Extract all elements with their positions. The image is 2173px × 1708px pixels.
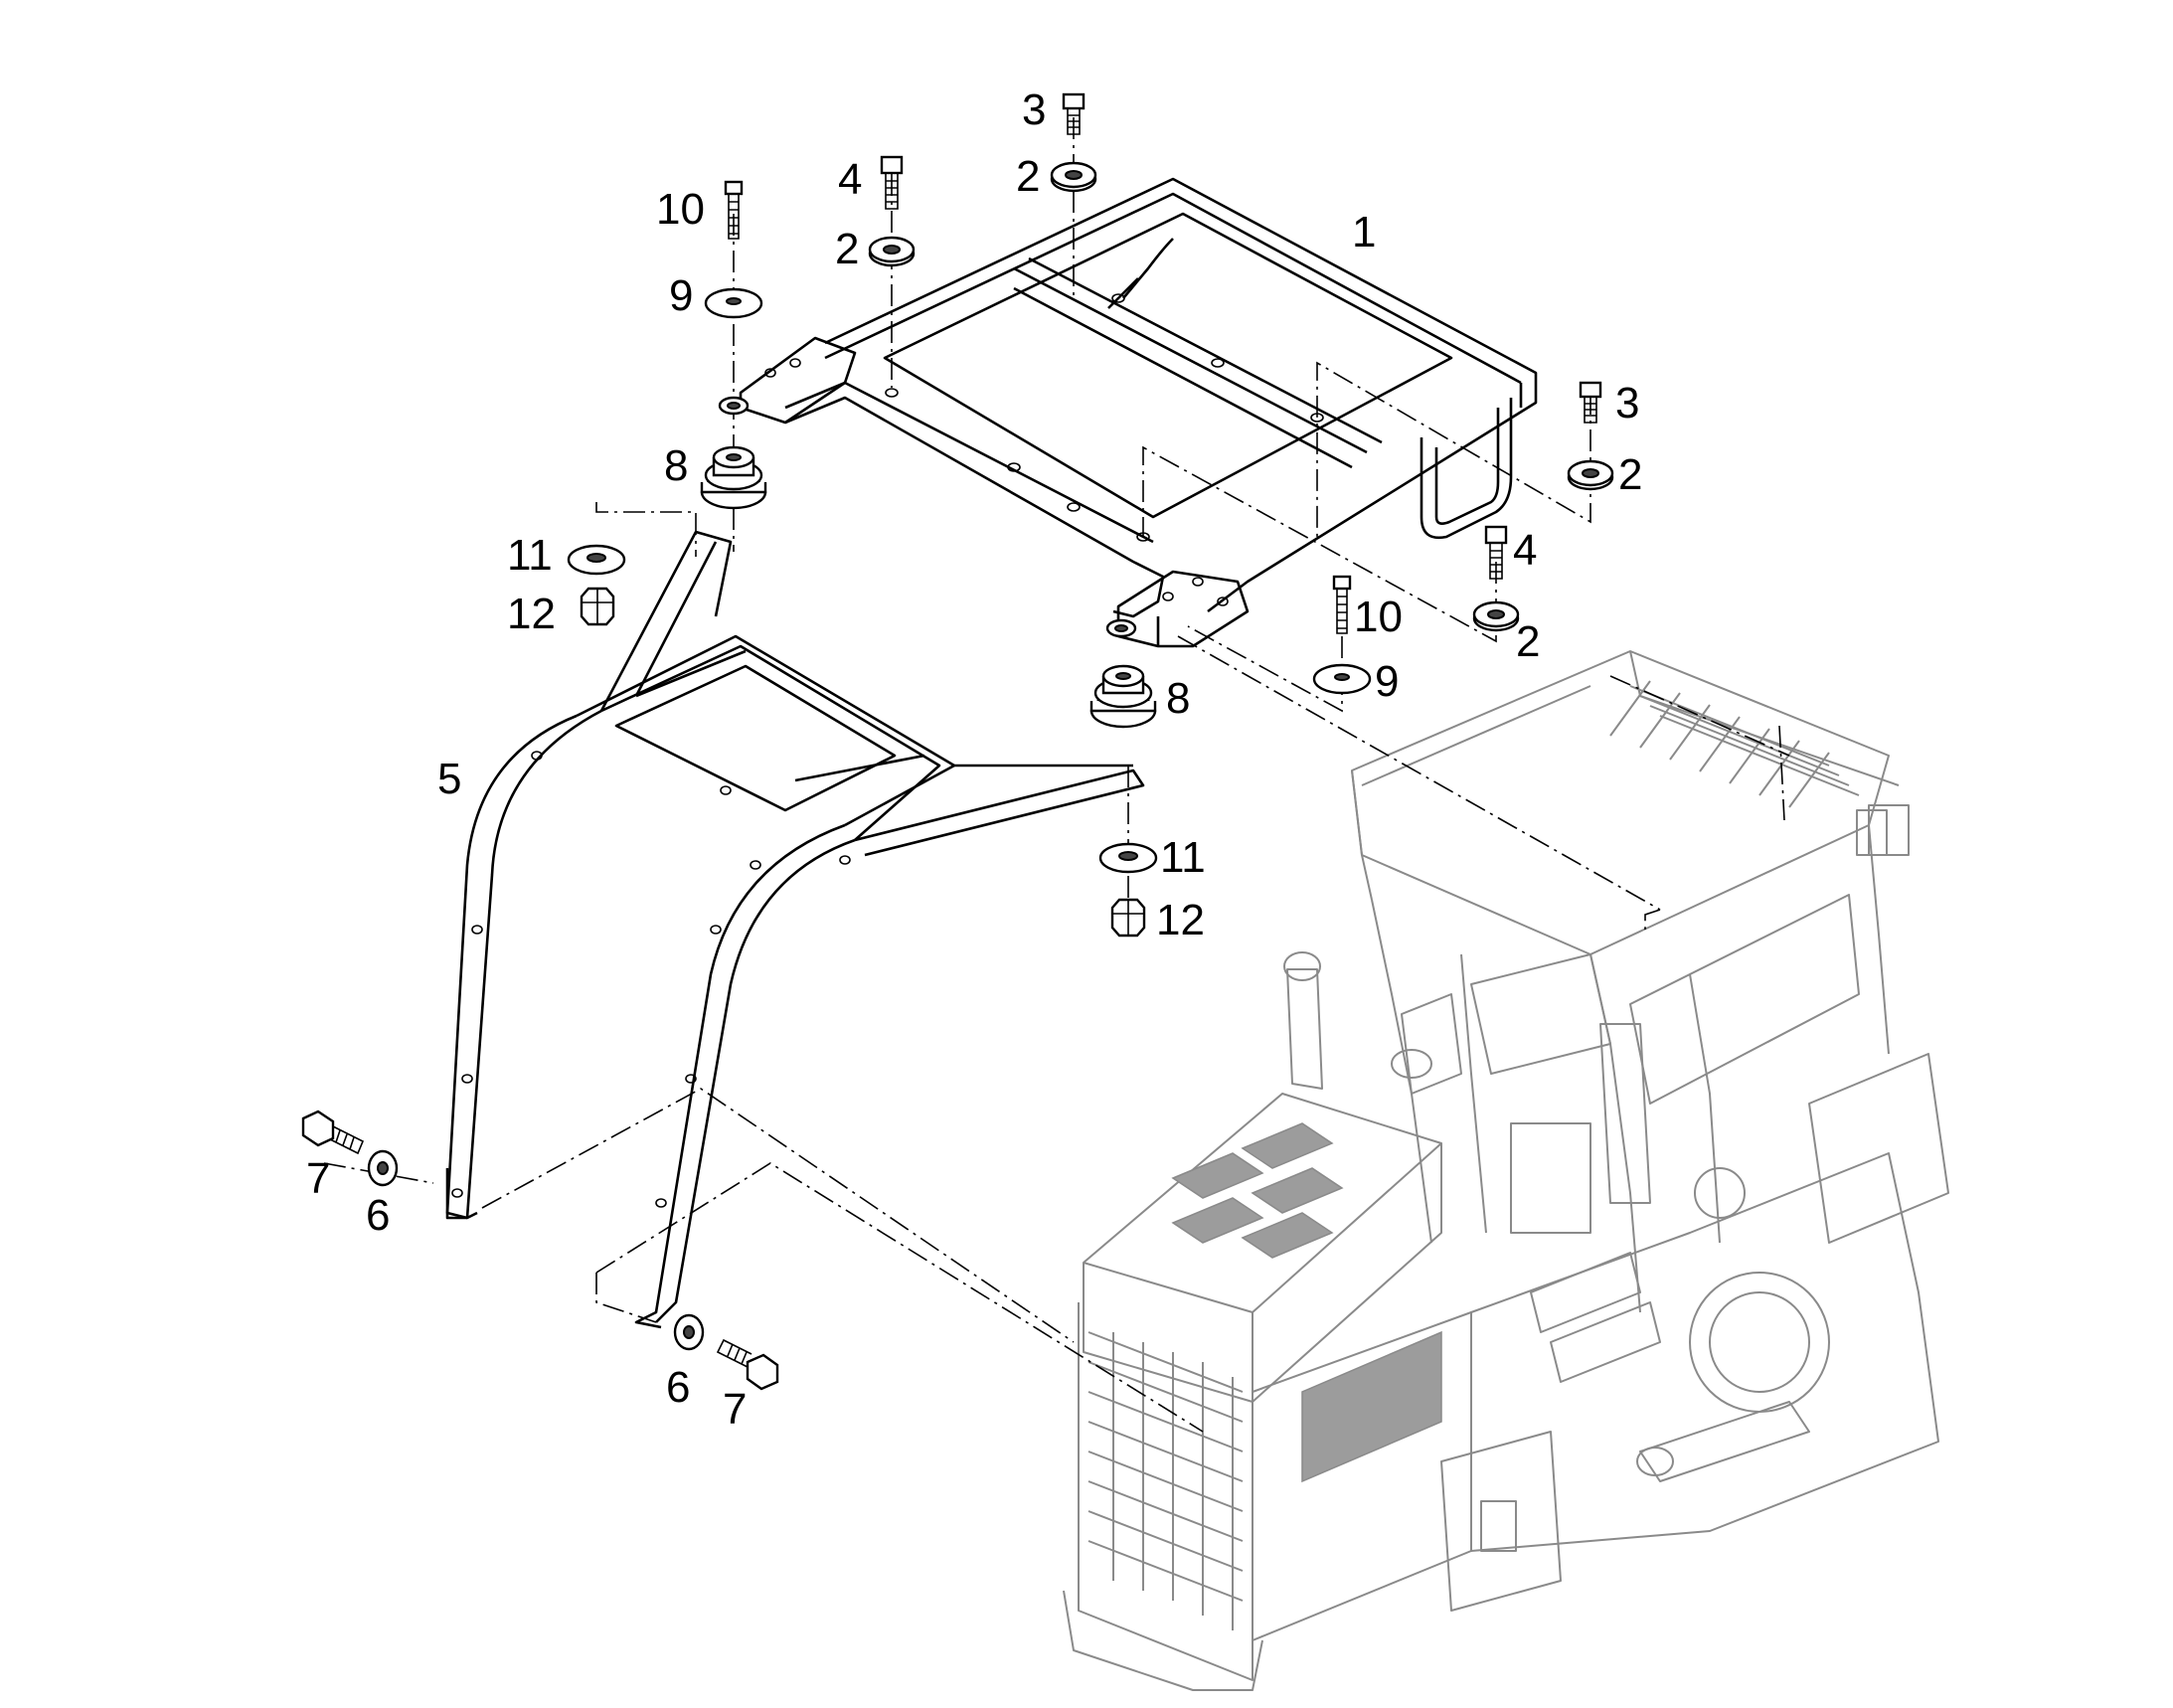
callout-12-a: 12 [507,590,556,638]
machine-ghost [1063,650,1949,1691]
washer-2-c [1567,459,1614,491]
hood-vent-1 [1171,1152,1264,1199]
roof-vent-grid [1609,680,1860,808]
nut-12-right [1110,898,1146,938]
bolt-4-right [1484,525,1508,580]
callout-10-b: 10 [1354,593,1403,641]
front-grille [1087,1331,1244,1630]
callout-8-b: 8 [1166,674,1190,723]
washer-2-d [1472,600,1520,632]
callout-7-b: 7 [723,1385,747,1434]
callout-6-a: 6 [366,1191,390,1240]
rubber-mount-8-right [1089,618,1157,729]
nut-12-left [580,587,615,626]
callout-1: 1 [1352,208,1376,256]
front-frame-part-5 [445,530,1145,1329]
bolt-3-top [1062,92,1086,135]
callout-10-a: 10 [656,185,705,234]
hood-vent-5 [1241,1212,1334,1259]
bolt-10-left [724,180,744,240]
washer-9-left [704,287,763,319]
front-frame-holes [451,751,851,1208]
washer-6-right [673,1313,705,1351]
bolt-10-right [1332,575,1352,634]
callout-11-b: 11 [1160,833,1206,882]
washer-2-b [868,236,916,267]
bolt-7-left [301,1110,365,1155]
callout-9-b: 9 [1375,657,1399,706]
washer-2-a [1050,161,1097,193]
bolt-7-right [716,1338,779,1391]
washer-11-left [567,544,626,576]
callout-5: 5 [437,755,461,803]
callout-12-b: 12 [1156,896,1205,944]
frame-holes [764,293,1324,606]
callout-4-a: 4 [838,155,862,204]
washer-9-right [1312,663,1372,695]
callout-2-d: 2 [1516,617,1540,666]
bolt-4-top [880,155,904,210]
callout-2-b: 2 [835,225,859,273]
leader-lines [323,117,1790,1433]
callout-4-b: 4 [1513,526,1537,575]
roof-frame-part-1 [739,177,1538,648]
callout-11-a: 11 [507,531,553,580]
washer-6-left [367,1149,399,1187]
callout-6-b: 6 [666,1363,690,1412]
callout-8-a: 8 [664,441,688,490]
callout-2-a: 2 [1016,152,1040,201]
callout-7-a: 7 [306,1154,330,1203]
side-vent [1301,1330,1442,1483]
callout-9-a: 9 [669,271,693,320]
callout-2-c: 2 [1618,450,1642,499]
callout-labels: 1 2 2 2 2 3 3 4 4 5 6 6 7 7 8 8 9 9 10 1… [306,85,1642,1434]
hood-vent-4 [1251,1167,1344,1214]
callout-3-a: 3 [1022,85,1046,134]
washer-11-right [1098,842,1158,874]
hood-vent-2 [1241,1122,1334,1169]
callout-3-b: 3 [1615,379,1639,427]
bolt-3-right [1579,381,1602,424]
rubber-mount-8-left [700,396,767,510]
hood-vent-3 [1171,1197,1264,1244]
